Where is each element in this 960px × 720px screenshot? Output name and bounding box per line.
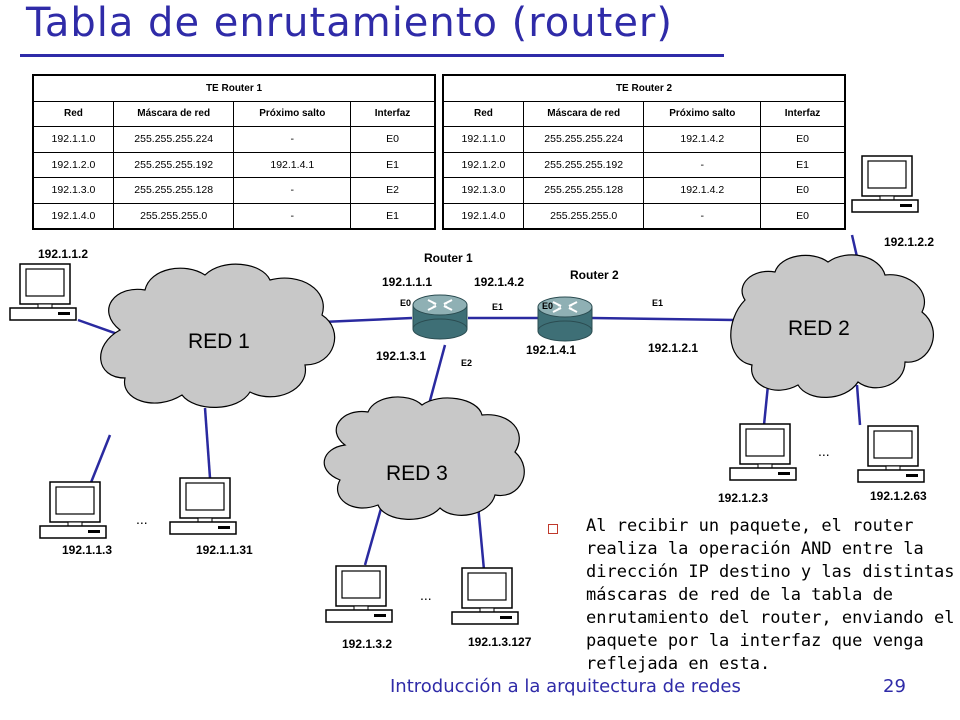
table-cell: E1	[350, 151, 436, 178]
more-hosts-ellipsis: ...	[136, 511, 148, 527]
host-computer-icon	[451, 567, 519, 625]
router-1-if-e2: E2	[461, 358, 472, 368]
host-computer-icon	[39, 481, 107, 539]
table-row: 192.1.3.0 255.255.255.128 - E2	[32, 177, 436, 204]
router-1-if-e0: E0	[400, 298, 411, 308]
host-computer-icon	[9, 263, 77, 321]
host-label: 192.1.2.63	[870, 489, 927, 503]
column-header: Próximo salto	[643, 100, 762, 127]
router-2-name: Router 2	[570, 268, 619, 282]
column-header: Red	[442, 100, 524, 127]
table-cell: E2	[350, 177, 436, 204]
column-header: Máscara de red	[522, 100, 645, 127]
table-cell: 192.1.2.0	[32, 151, 114, 178]
title-underline	[20, 54, 724, 57]
host-label: 192.1.3.127	[468, 635, 532, 649]
table-cell: 255.255.255.224	[522, 126, 645, 153]
column-header: Red	[32, 100, 114, 127]
footer-title: Introducción a la arquitectura de redes	[390, 676, 741, 697]
host-label: 192.1.3.2	[342, 637, 392, 651]
table-row: 192.1.4.0 255.255.255.0 - E0	[442, 202, 846, 230]
column-header: Máscara de red	[112, 100, 235, 127]
table-row: 192.1.2.0 255.255.255.192 - E1	[442, 151, 846, 178]
router-2-ip-e1: 192.1.2.1	[648, 341, 698, 355]
table-cell: E0	[760, 177, 846, 204]
cloud-red-3	[323, 396, 525, 520]
routing-table-router-1: TE Router 1 Red Máscara de red Próximo s…	[32, 74, 436, 230]
more-hosts-ellipsis: ...	[818, 443, 830, 459]
host-computer-icon	[325, 565, 393, 623]
table-cell: -	[643, 151, 762, 178]
router-1-name: Router 1	[424, 251, 473, 265]
table-cell: 255.255.255.224	[112, 126, 235, 153]
table-caption: TE Router 2	[442, 74, 846, 102]
table-cell: 255.255.255.192	[112, 151, 235, 178]
table-cell: 255.255.255.192	[522, 151, 645, 178]
network-links	[77, 234, 862, 571]
table-cell: 192.1.4.0	[32, 202, 114, 230]
column-header: Próximo salto	[233, 100, 352, 127]
table-cell: E0	[760, 202, 846, 230]
table-cell: 255.255.255.128	[522, 177, 645, 204]
table-cell: 255.255.255.128	[112, 177, 235, 204]
table-cell: 192.1.2.0	[442, 151, 524, 178]
table-cell: -	[643, 202, 762, 230]
router-1-ip-e1: 192.1.4.2	[474, 275, 524, 289]
table-cell: 192.1.3.0	[442, 177, 524, 204]
table-cell: 255.255.255.0	[522, 202, 645, 230]
cloud-red-2	[730, 254, 934, 398]
host-computer-icon	[851, 155, 919, 213]
column-header: Interfaz	[760, 100, 846, 127]
cloud-red-1	[100, 263, 336, 408]
routing-table-router-2: TE Router 2 Red Máscara de red Próximo s…	[442, 74, 846, 230]
router-2-if-e0: E0	[542, 301, 553, 311]
table-cell: E0	[760, 126, 846, 153]
table-cell: -	[233, 177, 352, 204]
table-row: 192.1.1.0 255.255.255.224 - E0	[32, 126, 436, 153]
table-cell: 255.255.255.0	[112, 202, 235, 230]
table-cell: E1	[760, 151, 846, 178]
table-row: 192.1.3.0 255.255.255.128 192.1.4.2 E0	[442, 177, 846, 204]
column-header: Interfaz	[350, 100, 436, 127]
bullet-text: Al recibir un paquete, el router realiza…	[586, 516, 955, 674]
red-2-label: RED 2	[788, 317, 850, 340]
red-1-label: RED 1	[188, 330, 250, 353]
table-cell: 192.1.4.2	[643, 126, 762, 153]
host-label: 192.1.1.31	[196, 543, 253, 557]
host-label: 192.1.1.2	[38, 247, 88, 261]
bullet-square-icon	[548, 524, 558, 534]
table-cell: 192.1.1.0	[32, 126, 114, 153]
host-computer-icon	[857, 425, 925, 483]
table-cell: 192.1.3.0	[32, 177, 114, 204]
router-1-icon	[412, 294, 468, 340]
table-cell: 192.1.1.0	[442, 126, 524, 153]
table-row: 192.1.2.0 255.255.255.192 192.1.4.1 E1	[32, 151, 436, 178]
page-number: 29	[883, 676, 906, 697]
table-cell: 192.1.4.2	[643, 177, 762, 204]
table-row: 192.1.4.0 255.255.255.0 - E1	[32, 202, 436, 230]
host-computer-icon	[169, 477, 237, 535]
page-title: Tabla de enrutamiento (router)	[26, 0, 673, 46]
table-caption: TE Router 1	[32, 74, 436, 102]
table-cell: -	[233, 202, 352, 230]
table-cell: E1	[350, 202, 436, 230]
host-label: 192.1.2.2	[884, 235, 934, 249]
table-cell: E0	[350, 126, 436, 153]
table-cell: 192.1.4.0	[442, 202, 524, 230]
host-label: 192.1.1.3	[62, 543, 112, 557]
table-cell: 192.1.4.1	[233, 151, 352, 178]
table-cell: -	[233, 126, 352, 153]
router-2-ip-e0: 192.1.4.1	[526, 343, 576, 357]
more-hosts-ellipsis: ...	[420, 587, 432, 603]
router-2-if-e1: E1	[652, 298, 663, 308]
host-label: 192.1.2.3	[718, 491, 768, 505]
table-row: 192.1.1.0 255.255.255.224 192.1.4.2 E0	[442, 126, 846, 153]
host-computer-icon	[729, 423, 797, 481]
router-1-if-e1: E1	[492, 302, 503, 312]
router-1-ip-e2: 192.1.3.1	[376, 349, 426, 363]
router-1-ip-e0: 192.1.1.1	[382, 275, 432, 289]
red-3-label: RED 3	[386, 462, 448, 485]
